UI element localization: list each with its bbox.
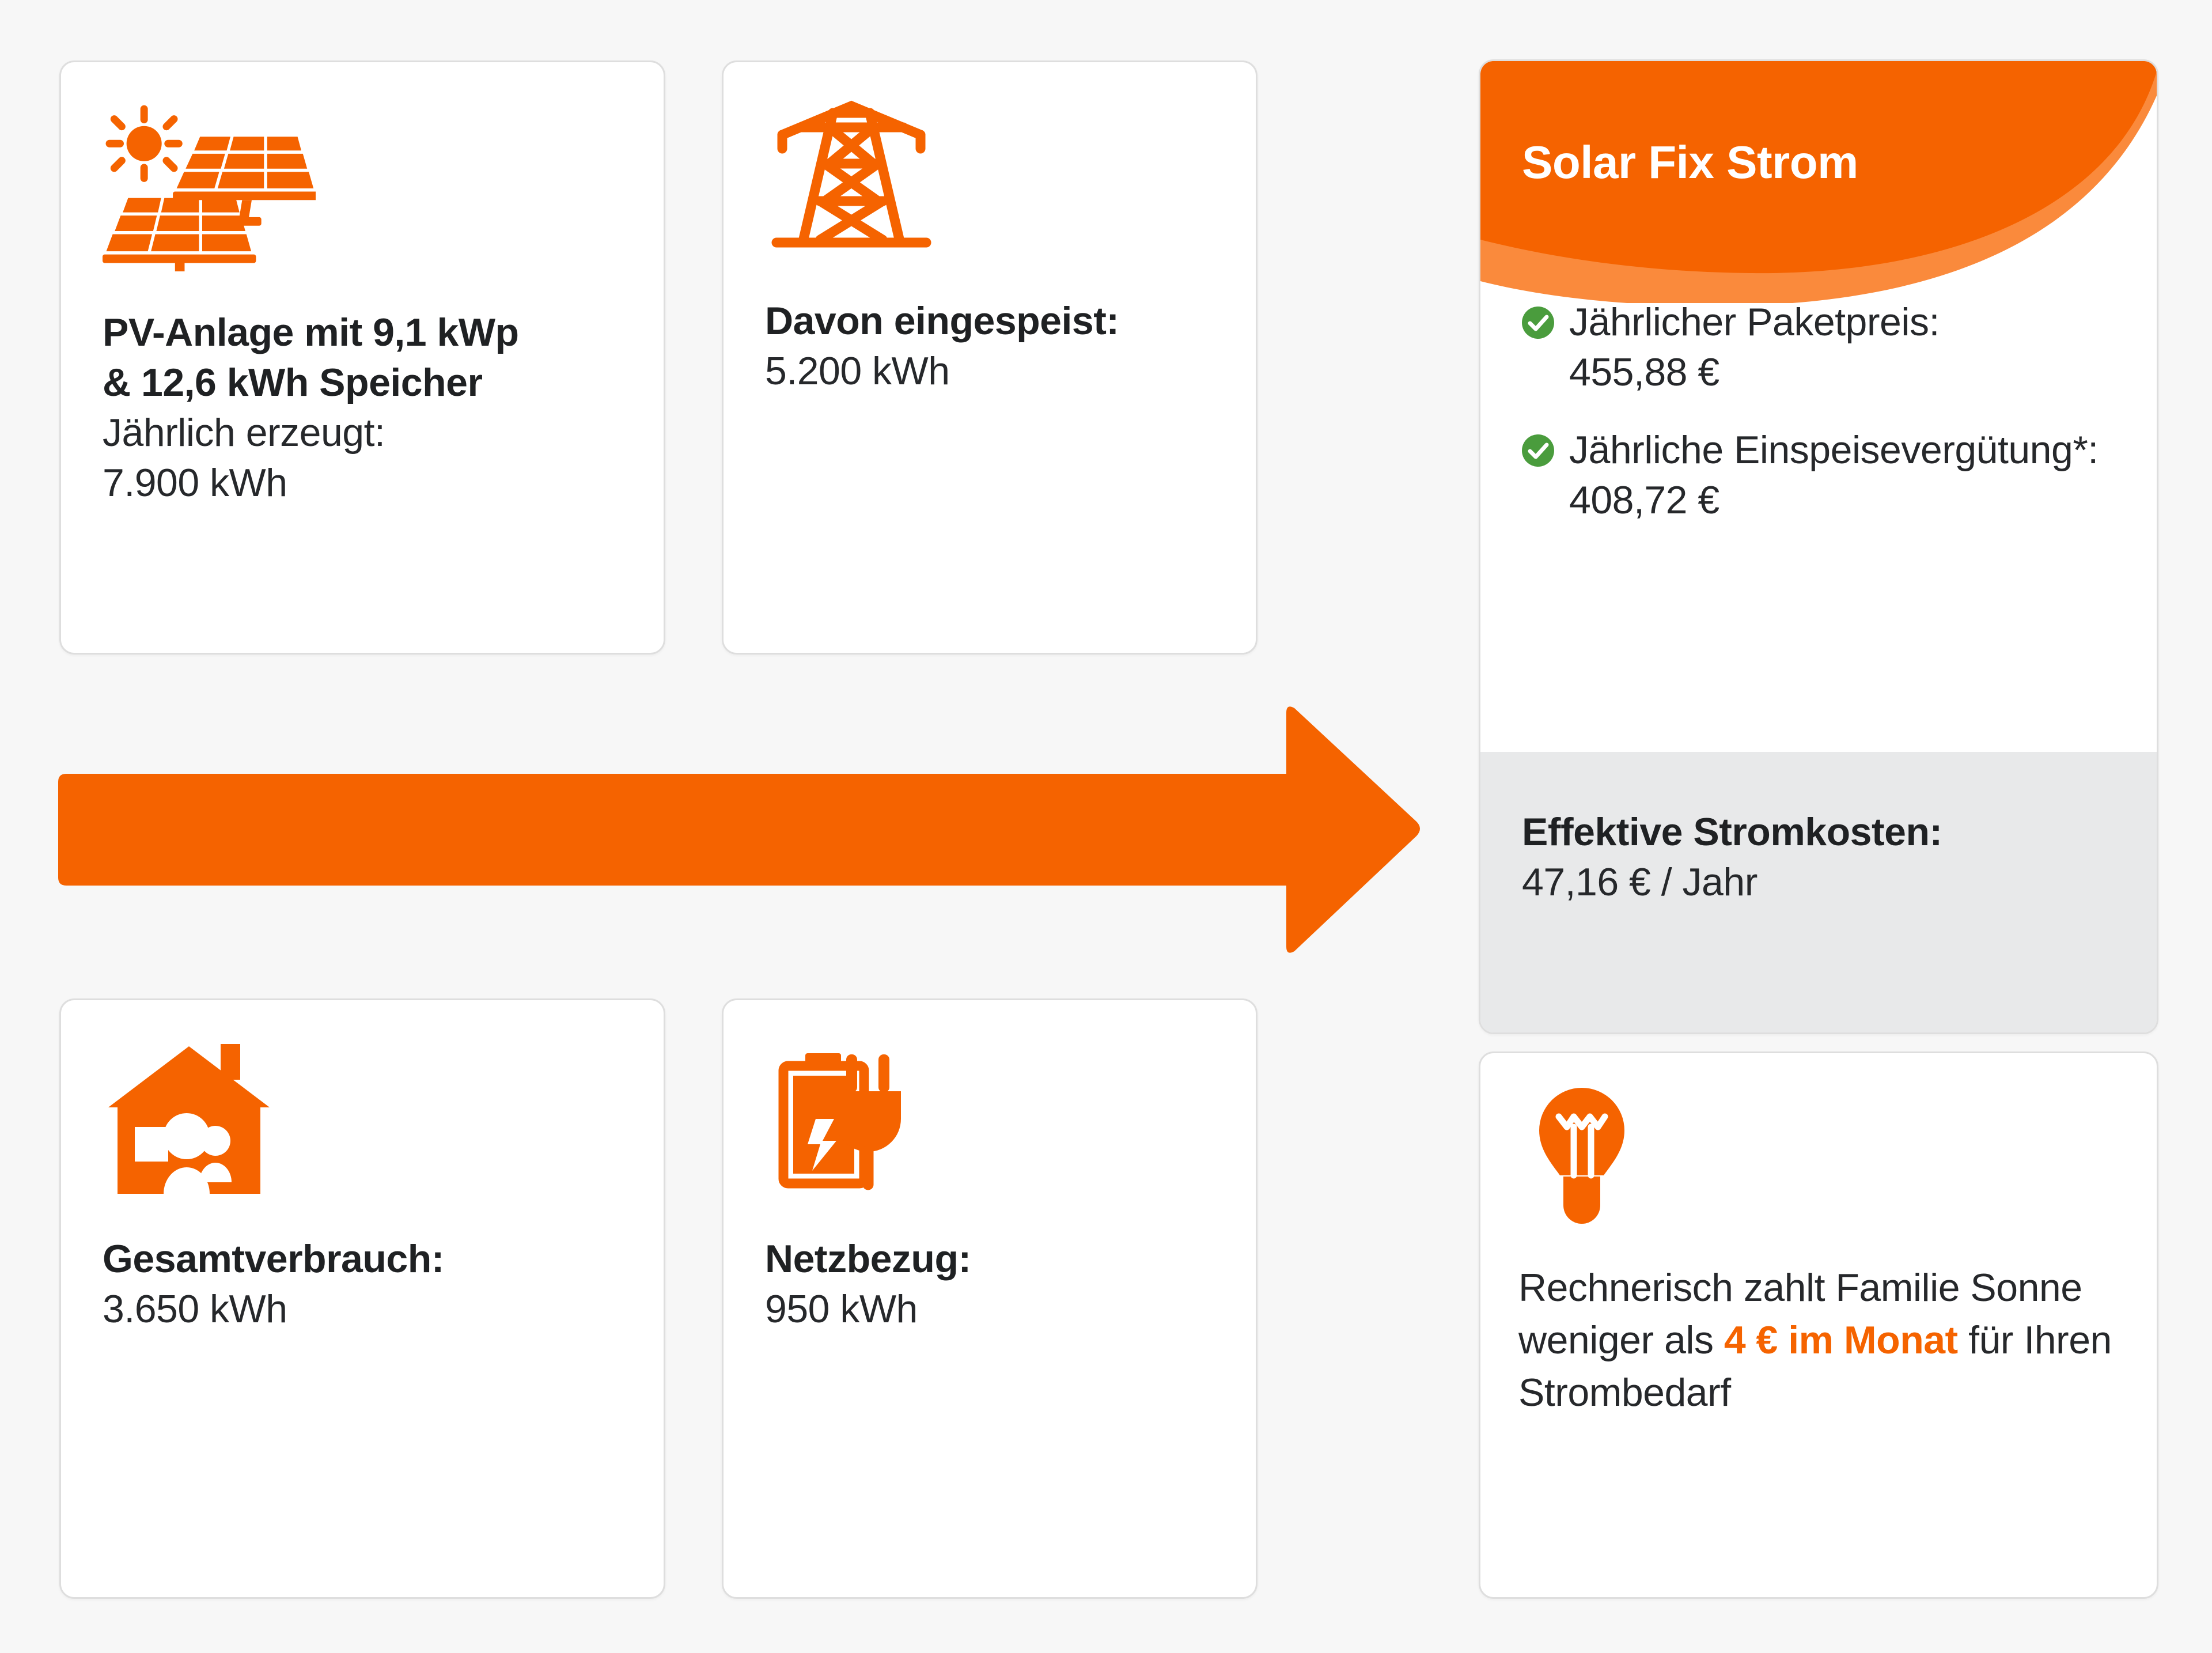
card-eingespeist-value: 5.200 kWh: [765, 349, 950, 394]
check-circle-icon: [1522, 307, 1554, 339]
promo-footer-effective-cost: Effektive Stromkosten: 47,16 € / Jahr: [1480, 752, 2157, 1032]
card-tip-monthly-cost: Rechnerisch zahlt Familie Sonne weniger …: [1479, 1051, 2158, 1599]
promo-bullet-value-1: 408,72 €: [1569, 478, 1719, 523]
card-pv-label: Jährlich erzeugt:: [103, 411, 385, 455]
card-gesamtverbrauch-value: 3.650 kWh: [103, 1287, 287, 1332]
promo-header-banner: [1480, 61, 2157, 303]
promo-bullet-label-1: Jährliche Einspeisevergütung*:: [1569, 428, 2099, 472]
promo-bullet-value-0: 455,88 €: [1569, 350, 1719, 395]
lightbulb-icon: [1518, 1083, 1645, 1227]
tip-text-part1: Rechnerisch zahlt Familie Sonne weniger …: [1518, 1266, 2082, 1363]
card-eingespeist: Davon eingespeist: 5.200 kWh: [722, 60, 1257, 655]
promo-bullet-list: Jährlicher Paketpreis: 455,88 € Jährlich…: [1480, 297, 2157, 553]
promo-footer-label: Effektive Stromkosten:: [1522, 810, 1942, 854]
promo-bullet-label-0: Jährlicher Paketpreis:: [1569, 300, 1940, 344]
check-circle-icon: [1522, 434, 1554, 467]
house-family-icon: [103, 1034, 275, 1206]
card-netzbezug-value: 950 kWh: [765, 1287, 918, 1332]
card-eingespeist-label: Davon eingespeist:: [765, 299, 1119, 343]
card-pv-title-line2: & 12,6 kWh Speicher: [103, 361, 483, 405]
battery-plug-icon: [765, 1034, 938, 1206]
promo-bullet-item: Jährlicher Paketpreis: 455,88 €: [1522, 297, 2119, 398]
promo-footer-value: 47,16 € / Jahr: [1522, 860, 1758, 905]
card-netzbezug-label: Netzbezug:: [765, 1237, 971, 1281]
card-netzbezug: Netzbezug: 950 kWh: [722, 998, 1257, 1599]
card-pv-title-line1: PV-Anlage mit 9,1 kWp: [103, 311, 519, 354]
card-gesamtverbrauch-label: Gesamtverbrauch:: [103, 1237, 444, 1281]
card-pv-anlage: PV-Anlage mit 9,1 kWp & 12,6 kWh Speiche…: [59, 60, 665, 655]
tip-text-part2: für Ihren Strombedarf: [1518, 1318, 2112, 1415]
promo-title: Solar Fix Strom: [1522, 137, 1858, 188]
promo-bullet-item: Jährliche Einspeisevergütung*: 408,72 €: [1522, 425, 2119, 525]
right-arrow: [55, 700, 1426, 959]
promo-panel-solar-fix-strom: Solar Fix Strom Jährlicher Paketpreis: 4…: [1479, 59, 2158, 1034]
power-pylon-icon: [765, 96, 938, 268]
card-gesamtverbrauch: Gesamtverbrauch: 3.650 kWh: [59, 998, 665, 1599]
card-pv-value: 7.900 kWh: [103, 461, 287, 505]
tip-highlight: 4 € im Monat: [1724, 1318, 1958, 1363]
tip-text: Rechnerisch zahlt Familie Sonne weniger …: [1518, 1262, 2122, 1419]
solar-panel-icon: [103, 96, 318, 285]
